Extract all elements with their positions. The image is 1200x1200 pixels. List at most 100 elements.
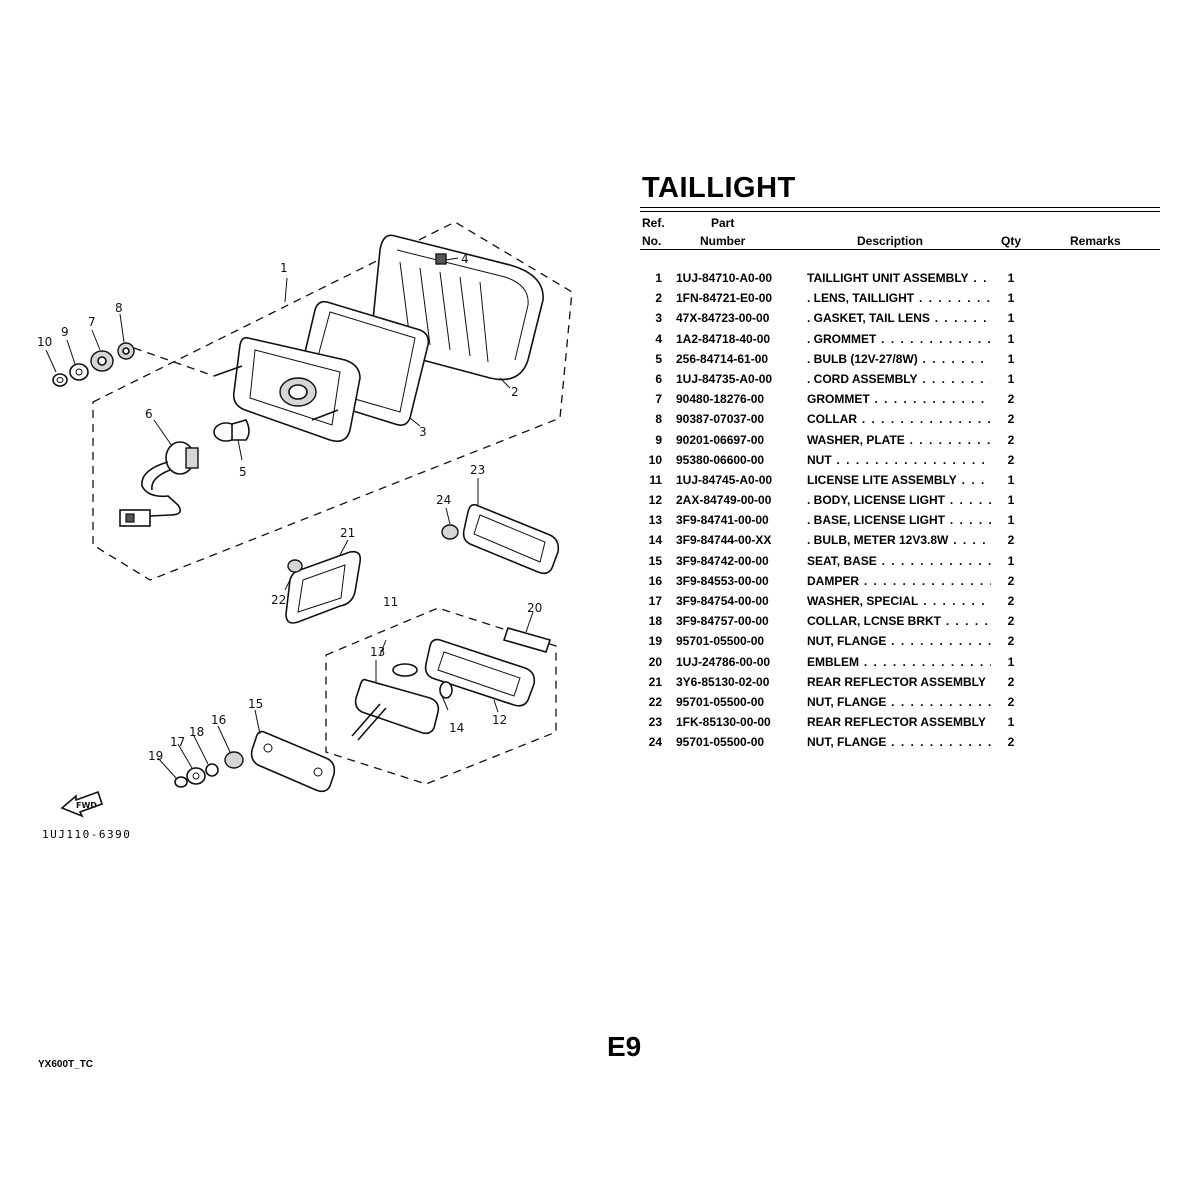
row-description-text: . GROMMET <box>807 331 877 346</box>
row-ref: 1 <box>655 271 662 285</box>
row-leader-dots: . . . . . . . <box>929 311 991 326</box>
row-qty: 1 <box>1007 371 1015 386</box>
header-description: Description <box>857 234 924 248</box>
row-ref: 4 <box>655 331 662 346</box>
row-qty: 2 <box>1007 694 1015 709</box>
row-description: . BULB, METER 12V3.8W . . . . . . <box>807 533 991 547</box>
row-description-text: COLLAR, LCNSE BRKT <box>807 614 941 629</box>
row-part-number: 1FK-85130-00-00 <box>676 715 771 730</box>
row-description-text: SEAT, BASE <box>807 553 877 568</box>
row-leader-dots: . . . <box>956 472 986 487</box>
row-ref: 17 <box>648 594 662 608</box>
row-ref: 6 <box>655 371 662 386</box>
callout-13: 13 <box>370 645 385 659</box>
callout-5: 5 <box>239 465 247 479</box>
taillight-base-drawing <box>213 336 361 443</box>
row-part-number: 1UJ-24786-00-00 <box>676 654 771 669</box>
row-description-text: NUT, FLANGE <box>807 694 887 709</box>
row-description-text: NUT, FLANGE <box>807 735 887 750</box>
row-leader-dots: . . . . . . . . . . . . . . . . . . . . <box>836 452 992 467</box>
row-description: TAILLIGHT UNIT ASSEMBLY . . <box>807 271 991 285</box>
header-ref-2: No. <box>642 234 662 248</box>
row-leader-dots: . . . . . . . . . <box>918 291 991 306</box>
row-description-text: . BULB, METER 12V3.8W <box>807 533 949 548</box>
row-part-number: 90387-07037-00 <box>676 412 765 427</box>
callout-21: 21 <box>340 526 355 540</box>
row-description-text: LICENSE LITE ASSEMBLY <box>807 472 957 487</box>
row-qty: 1 <box>1007 654 1015 669</box>
callout-11: 11 <box>383 595 398 609</box>
footer-code: YX600T_TC <box>38 1059 94 1070</box>
row-description-text: GROMMET <box>807 392 870 407</box>
emblem-drawing <box>502 627 552 653</box>
page-title: TAILLIGHT <box>642 172 796 204</box>
row-leader-dots: . . . . . . . . . . . . . . . . <box>861 412 991 427</box>
license-light-body-drawing <box>424 638 536 707</box>
row-leader-dots: . . . . . . . . . . . . . . . . . <box>863 654 991 669</box>
header-remarks: Remarks <box>1070 234 1121 248</box>
row-qty: 1 <box>1007 271 1015 285</box>
row-description: . GASKET, TAIL LENS . . . . . . . <box>807 311 991 325</box>
row-qty: 2 <box>1007 674 1015 689</box>
row-ref: 24 <box>648 735 662 750</box>
row-leader-dots: . . . . . . . . . . . . . <box>891 735 991 750</box>
row-leader-dots: . . . . . . . . . . . . . . . . <box>874 392 992 407</box>
row-ref: 19 <box>648 634 662 649</box>
row-ref: 7 <box>655 392 662 407</box>
header-part-1: Part <box>711 216 735 230</box>
row-ref: 5 <box>655 351 662 366</box>
fwd-arrow-icon: FWD <box>60 790 104 818</box>
row-ref: 23 <box>648 715 662 730</box>
header-part-2: Number <box>700 234 746 248</box>
row-leader-dots: . . . . . . <box>945 614 991 629</box>
damper-collar-washer-nut-drawing <box>174 751 244 788</box>
row-description-text: . BODY, LICENSE LIGHT <box>807 493 946 508</box>
row-description: . CORD ASSEMBLY . . . . . . . . . <box>807 372 991 386</box>
table-row: 18 3F9-84757-00-00 COLLAR, LCNSE BRKT . . … <box>640 614 1160 634</box>
row-description-text: . CORD ASSEMBLY <box>807 371 918 386</box>
callout-19: 19 <box>148 749 163 763</box>
grommet-drawing <box>435 253 447 265</box>
row-ref: 18 <box>648 614 662 629</box>
callout-4: 4 <box>461 252 469 266</box>
row-leader-dots: . . . . . . . . . <box>922 371 991 386</box>
row-qty: 1 <box>1007 513 1015 528</box>
row-description-text: . LENS, TAILLIGHT <box>807 291 915 306</box>
drawing-code: 1UJ110-6390 <box>42 828 132 841</box>
row-description-text: WASHER, SPECIAL <box>807 594 919 608</box>
row-qty: 2 <box>1007 594 1015 608</box>
callout-8: 8 <box>115 301 123 315</box>
row-ref: 3 <box>655 311 662 326</box>
row-description-text: . GASKET, TAIL LENS <box>807 311 930 326</box>
small-hardware-drawing <box>52 342 215 387</box>
license-light-assembly-outline <box>325 607 557 785</box>
row-part-number: 3F9-84757-00-00 <box>676 614 769 629</box>
callout-22: 22 <box>271 593 286 607</box>
callout-9: 9 <box>61 325 69 339</box>
title-rule-thin <box>640 211 1160 212</box>
row-qty: 2 <box>1007 412 1015 427</box>
row-leader-dots: . . . . . . . . . <box>923 594 991 608</box>
row-description: . BASE, LICENSE LIGHT . . . . . <box>807 513 991 527</box>
row-description-text: EMBLEM <box>807 654 859 669</box>
row-qty: 1 <box>1007 553 1015 568</box>
header-qty: Qty <box>1001 234 1022 248</box>
row-description-text: REAR REFLECTOR ASSEMBLY <box>807 674 986 689</box>
row-part-number: 3F9-84742-00-00 <box>676 553 769 568</box>
row-ref: 8 <box>655 412 662 427</box>
row-part-number: 90201-06697-00 <box>676 432 765 447</box>
svg-text:FWD: FWD <box>76 801 97 810</box>
row-part-number: 95701-05500-00 <box>676 634 765 649</box>
seat-base-drawing <box>250 730 336 793</box>
